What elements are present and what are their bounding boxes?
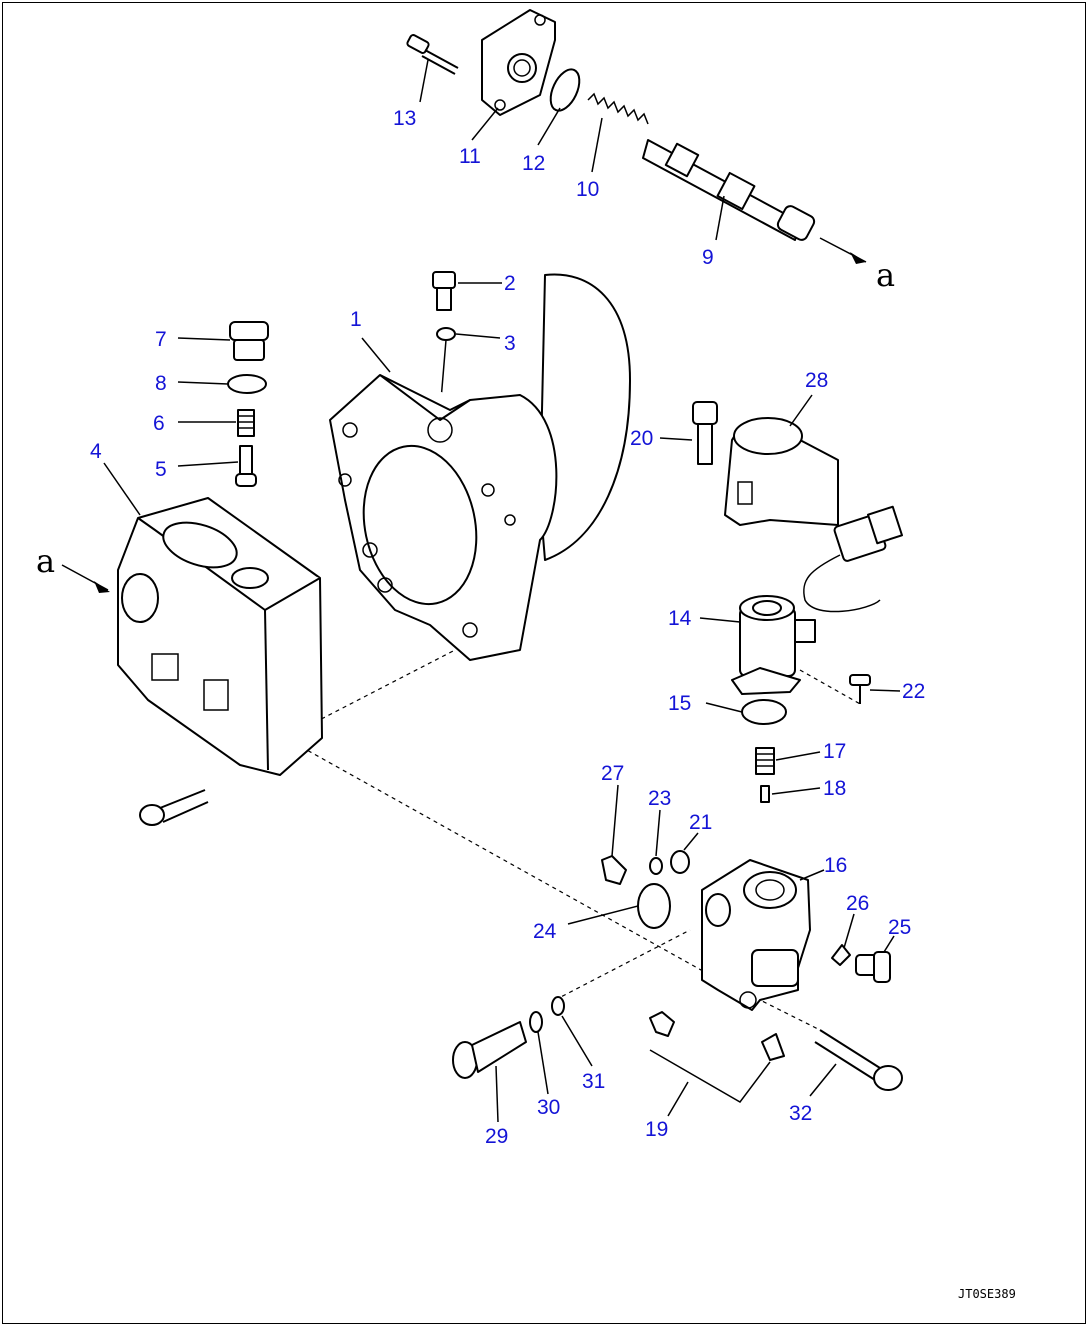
spring-part-17 [755, 747, 775, 775]
seal-part-21 [670, 850, 690, 874]
bolt-part-32 [814, 1029, 903, 1091]
label-part-19: 19 [645, 1118, 668, 1141]
plug-part-25 [855, 951, 891, 983]
section-arrow-top [819, 237, 867, 264]
part-labels: 1 2 3 4 5 6 7 8 9 10 11 12 13 14 15 16 1… [90, 107, 925, 1148]
solenoid-part-14 [731, 595, 816, 695]
label-part-17: 17 [823, 740, 846, 763]
drawing-code: JT0SE389 [958, 1287, 1016, 1301]
seal-part-3 [436, 327, 456, 341]
label-part-9: 9 [702, 246, 714, 269]
flange-cover-part-11 [481, 9, 556, 116]
plug-part-2 [432, 271, 456, 311]
label-part-20: 20 [630, 427, 653, 450]
cover-part-28 [724, 417, 839, 526]
seal-alignment-line [440, 339, 447, 401]
label-part-1: 1 [350, 308, 362, 331]
o-ring-part-15 [741, 699, 787, 725]
seal-part-23 [649, 857, 663, 875]
label-part-21: 21 [689, 811, 712, 834]
label-part-24: 24 [533, 920, 557, 943]
label-part-31: 31 [582, 1070, 605, 1093]
label-part-29: 29 [485, 1125, 508, 1148]
pin-part-18 [760, 785, 770, 803]
spring-part-10 [587, 92, 649, 125]
spring-part-6 [237, 409, 255, 437]
housing-part-1 [329, 273, 631, 661]
label-part-26: 26 [846, 892, 869, 915]
section-letter-top: a [876, 256, 895, 294]
screw-part-22 [849, 674, 871, 704]
label-part-14: 14 [668, 607, 692, 630]
label-part-30: 30 [537, 1096, 560, 1119]
plug-part-27 [601, 855, 627, 885]
label-part-3: 3 [504, 332, 516, 355]
spool-part-9 [642, 139, 816, 241]
section-arrow-left [61, 564, 110, 593]
leader-lines [103, 59, 901, 1123]
label-part-7: 7 [155, 328, 167, 351]
connector [803, 505, 903, 613]
bolt-part-20 [692, 401, 718, 465]
o-ring-part-8 [227, 374, 267, 394]
bolt-bottom-left [139, 789, 209, 826]
valve-block-part-4 [117, 497, 323, 776]
label-part-32: 32 [789, 1102, 812, 1125]
plug-part-29 [452, 1021, 527, 1079]
label-part-2: 2 [504, 272, 516, 295]
seal-part-26 [831, 944, 851, 966]
label-part-11: 11 [459, 145, 481, 168]
seal-part-31 [551, 996, 565, 1016]
label-part-16: 16 [824, 854, 847, 877]
label-part-10: 10 [576, 178, 599, 201]
piston-part-5 [235, 445, 257, 487]
label-part-25: 25 [888, 916, 911, 939]
o-ring-part-12 [549, 68, 581, 112]
bolt-part-13 [406, 34, 459, 75]
plug-set-part-19 [649, 1011, 785, 1103]
o-ring-part-24 [637, 883, 671, 929]
label-part-12: 12 [522, 152, 545, 175]
label-part-18: 18 [823, 777, 846, 800]
label-part-15: 15 [668, 692, 691, 715]
label-part-27: 27 [601, 762, 624, 785]
label-part-5: 5 [155, 458, 167, 481]
label-part-13: 13 [393, 107, 416, 130]
label-part-22: 22 [902, 680, 925, 703]
label-part-8: 8 [155, 372, 167, 395]
section-letter-left: a [36, 542, 55, 580]
plug-part-7 [229, 321, 269, 361]
valve-block-part-16 [701, 859, 811, 1011]
label-part-6: 6 [153, 412, 165, 435]
seal-part-30 [529, 1011, 543, 1033]
label-part-23: 23 [648, 787, 671, 810]
label-part-28: 28 [805, 369, 828, 392]
label-part-4: 4 [90, 440, 102, 463]
